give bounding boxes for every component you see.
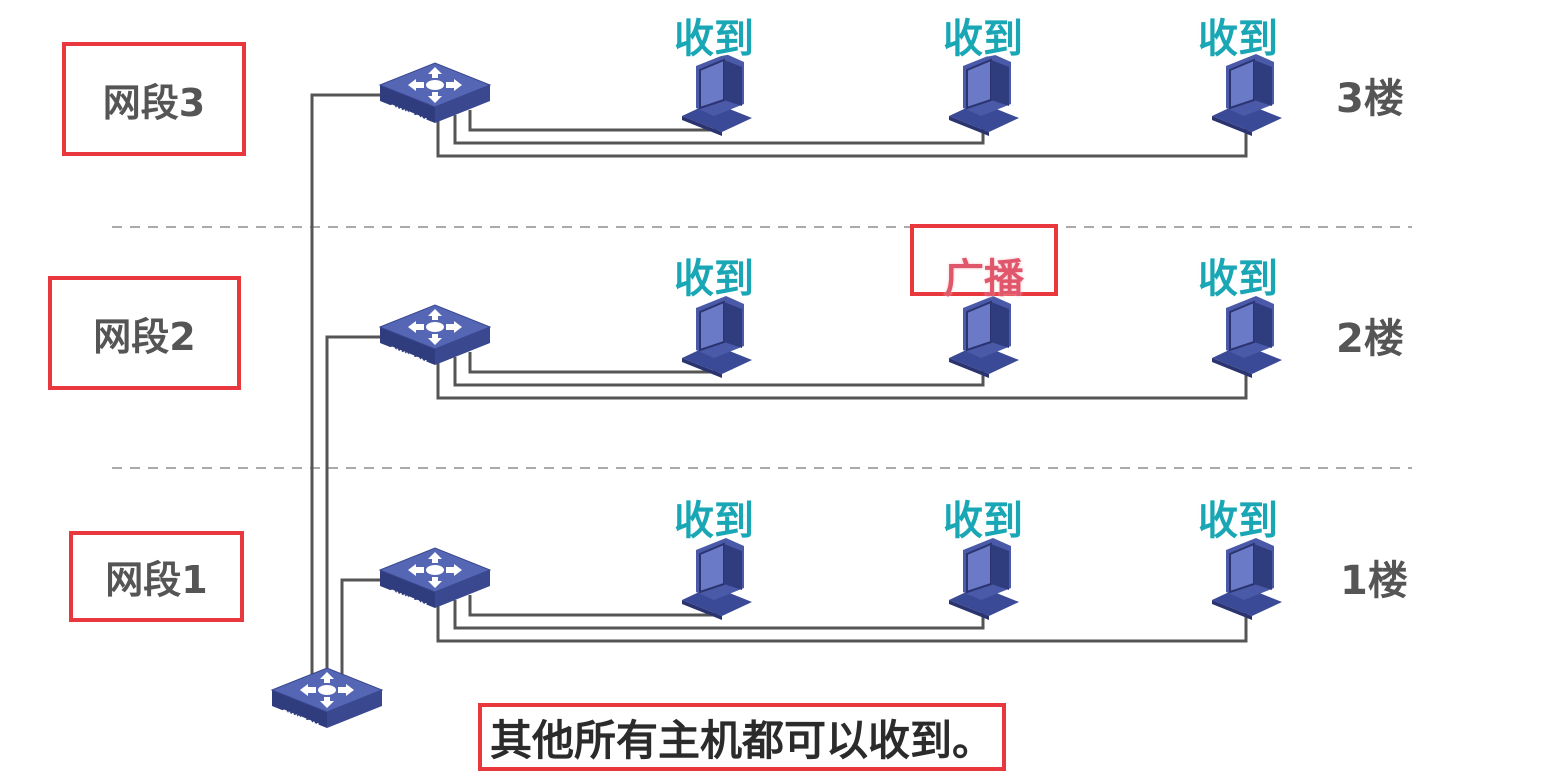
caption-text: 其他所有主机都可以收到。: [489, 715, 994, 765]
computer-icon: [948, 537, 1020, 621]
pc-status-label: 收到: [1198, 16, 1278, 62]
computer-icon: [1211, 53, 1283, 137]
pc-status-label: 收到: [674, 498, 754, 544]
segment-label-3: 网段3: [62, 42, 246, 156]
computer-icon: [948, 53, 1020, 137]
switch-icon: SWITCH: [379, 304, 491, 370]
pc-status-label: 收到: [1198, 256, 1278, 302]
pc-status-label: 收到: [674, 256, 754, 302]
computer-icon: [948, 295, 1020, 379]
computer-icon: [681, 295, 753, 379]
floor-label-1: 1楼: [1340, 558, 1408, 604]
caption-box: 其他所有主机都可以收到。: [478, 703, 1006, 771]
computer-icon: [681, 53, 753, 137]
uplink-cable: [310, 93, 390, 690]
pc-broadcast-label: 广播: [944, 256, 1024, 302]
pc-status-label: 收到: [1198, 498, 1278, 544]
pc-status-label: 收到: [943, 498, 1023, 544]
computer-icon: [1211, 537, 1283, 621]
switch-icon: SWITCH: [379, 62, 491, 128]
core-switch-icon: SWITCH: [271, 667, 383, 733]
pc-status-label: 收到: [674, 16, 754, 62]
uplink-cable: [340, 578, 390, 690]
switch-icon: SWITCH: [379, 547, 491, 613]
floor-label-3: 3楼: [1336, 76, 1404, 122]
uplink-cable: [325, 335, 390, 690]
pc-status-label: 收到: [943, 16, 1023, 62]
computer-icon: [1211, 295, 1283, 379]
segment-label-1: 网段1: [69, 531, 244, 622]
broadcast-highlight-box: [910, 224, 1058, 296]
computer-icon: [681, 537, 753, 621]
floor-label-2: 2楼: [1336, 316, 1404, 362]
segment-label-2: 网段2: [48, 276, 241, 390]
